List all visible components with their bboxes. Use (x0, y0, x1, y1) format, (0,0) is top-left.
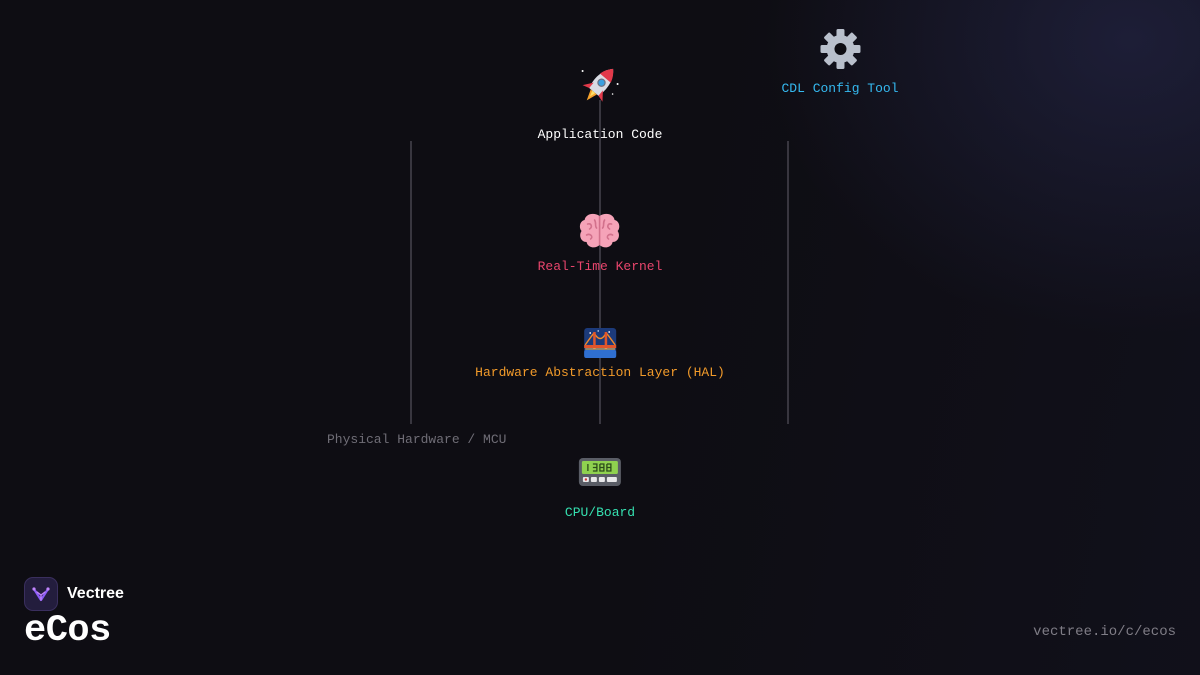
brand-name: Vectree (67, 585, 124, 602)
brain-icon (538, 211, 663, 256)
rocket-icon (538, 60, 663, 115)
vectree-logo-icon (24, 577, 58, 611)
node-label: Hardware Abstraction Layer (HAL) (475, 365, 725, 380)
gear-icon (781, 26, 898, 77)
node-cpu-board: CPU/Board (565, 456, 635, 520)
brand: Vectree (24, 577, 124, 611)
node-real-time-kernel: Real-Time Kernel (537, 211, 663, 274)
pager-icon (565, 456, 635, 493)
layer-line-right (787, 141, 789, 424)
node-application-code: Application Code (537, 60, 663, 142)
layer-line-left (410, 141, 412, 424)
product-title: eCos (24, 610, 111, 652)
node-label: CDL Config Tool (781, 81, 899, 96)
node-label: CPU/Board (564, 505, 636, 520)
node-cdl-config-tool: CDL Config Tool (781, 26, 899, 96)
footer-url[interactable]: vectree.io/c/ecos (1033, 624, 1176, 640)
layer-line-center (599, 100, 601, 424)
node-label: Real-Time Kernel (537, 259, 663, 274)
node-label: Application Code (537, 127, 663, 142)
node-hal: Hardware Abstraction Layer (HAL) (475, 327, 725, 380)
label-physical-hardware: Physical Hardware / MCU (327, 432, 507, 447)
bridge-icon (475, 327, 725, 364)
